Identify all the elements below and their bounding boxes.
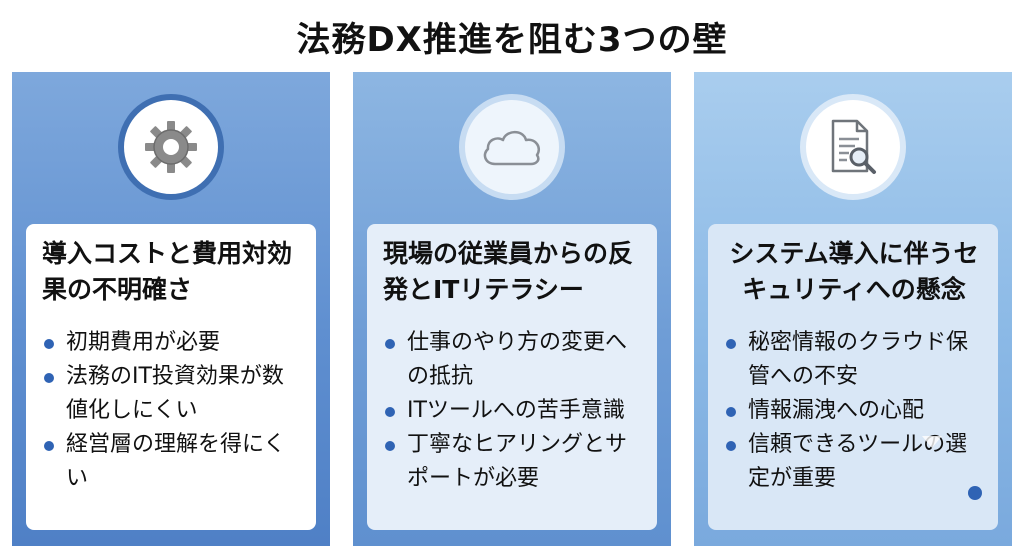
document-search-icon [831,119,876,174]
list-item: 経営層の理解を得にくい [42,428,302,496]
list-item: 信頼できるツールの選定が重要 [724,428,984,496]
cloud-icon-circle [459,94,565,200]
decorative-dot [968,486,982,500]
card-title: 現場の従業員からの反発とITリテラシー [383,239,634,304]
list-item: 法務のIT投資効果が数値化しにくい [42,360,302,428]
decorative-mark [922,436,942,448]
list-item: ITツールへの苦手意識 [383,394,643,428]
card-security: システム導入に伴うセキュリティへの懸念 秘密情報のクラウド保管への不安 情報漏洩… [708,224,998,530]
gear-icon-circle [118,94,224,200]
list-item: 情報漏洩への心配 [724,394,984,428]
panel-cost: 導入コストと費用対効果の不明確さ 初期費用が必要 法務のIT投資効果が数値化しに… [12,72,330,546]
list-item: 丁寧なヒアリングとサポートが必要 [383,428,643,496]
list-item: 仕事のやり方の変更への抵抗 [383,326,643,394]
card-employees: 現場の従業員からの反発とITリテラシー 仕事のやり方の変更への抵抗 ITツールへ… [367,224,657,530]
gear-icon [145,121,197,173]
list-item: 初期費用が必要 [42,326,302,360]
panel-security: システム導入に伴うセキュリティへの懸念 秘密情報のクラウド保管への不安 情報漏洩… [694,72,1012,546]
card-cost: 導入コストと費用対効果の不明確さ 初期費用が必要 法務のIT投資効果が数値化しに… [26,224,316,530]
bullet-list: 仕事のやり方の変更への抵抗 ITツールへの苦手意識 丁寧なヒアリングとサポートが… [383,326,643,496]
card-title: システム導入に伴うセキュリティへの懸念 [729,239,979,304]
list-item: 秘密情報のクラウド保管への不安 [724,326,984,394]
cloud-icon [483,130,541,166]
page-title: 法務DX推進を阻む3つの壁 [296,20,728,60]
panel-employees: 現場の従業員からの反発とITリテラシー 仕事のやり方の変更への抵抗 ITツールへ… [353,72,671,546]
bullet-list: 初期費用が必要 法務のIT投資効果が数値化しにくい 経営層の理解を得にくい [42,326,302,496]
document-search-icon-circle [800,94,906,200]
bullet-list: 秘密情報のクラウド保管への不安 情報漏洩への心配 信頼できるツールの選定が重要 [724,326,984,496]
card-title: 導入コストと費用対効果の不明確さ [42,239,293,304]
